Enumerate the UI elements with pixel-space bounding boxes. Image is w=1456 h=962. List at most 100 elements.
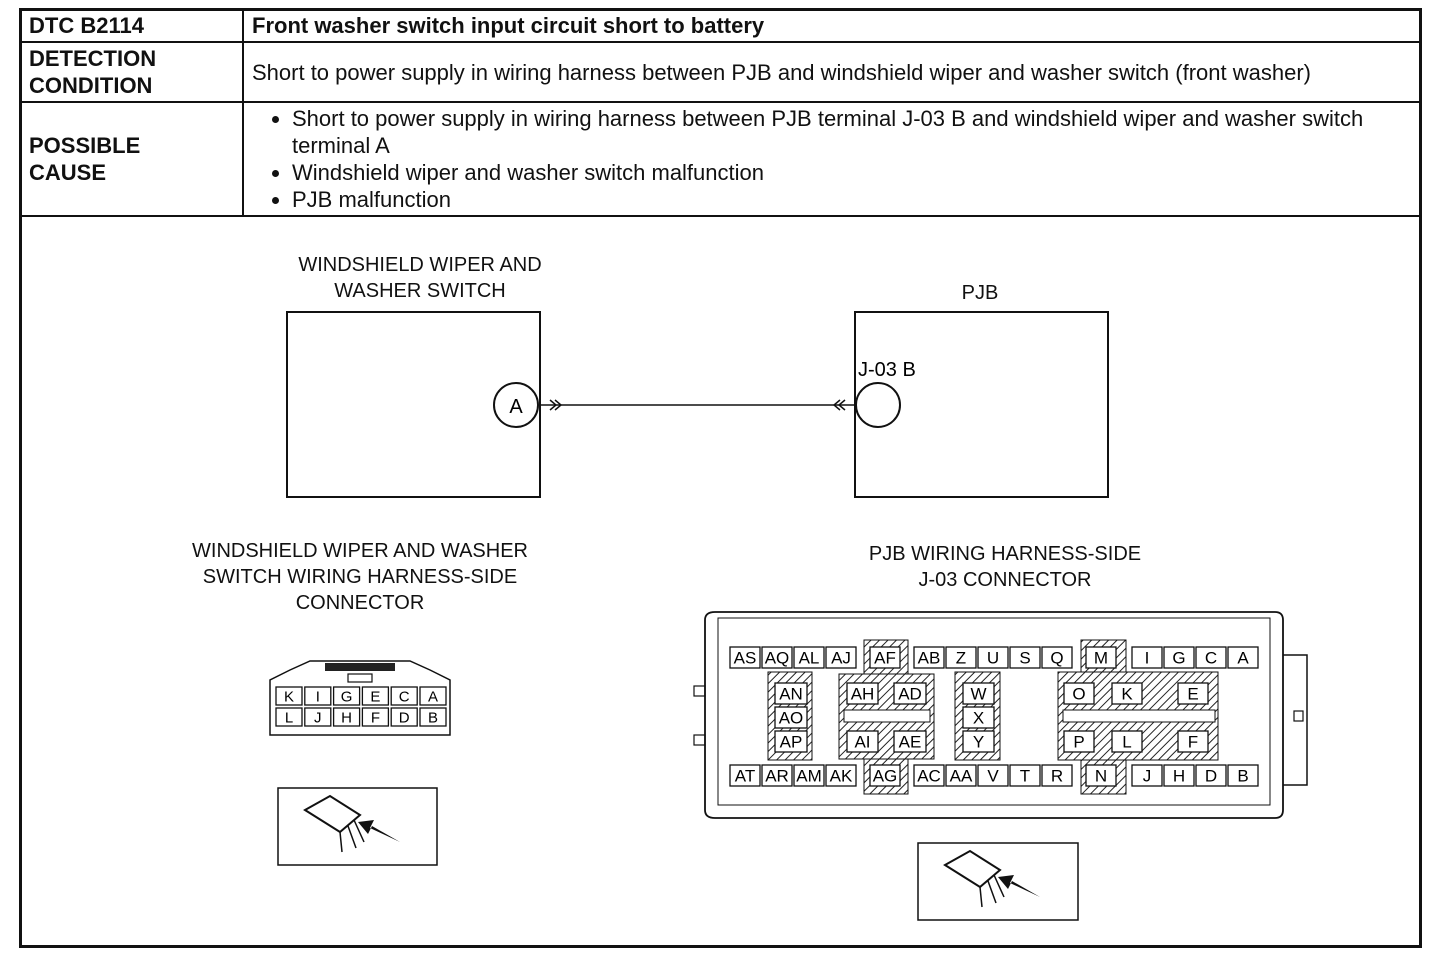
connector-pin-label: X xyxy=(973,709,984,728)
terminal-j03b-circle xyxy=(855,382,901,428)
cause-label-line1: POSSIBLE xyxy=(29,133,141,158)
connector-pin xyxy=(761,646,793,669)
connector-pin-label: M xyxy=(1094,649,1108,668)
connector-arrow-right xyxy=(832,399,846,411)
connector-pin-label: Y xyxy=(973,733,984,752)
connector-pin-label: B xyxy=(1237,767,1248,786)
detection-text: Short to power supply in wiring harness … xyxy=(242,41,1422,103)
connector-pin xyxy=(1111,682,1143,705)
connector-pin xyxy=(1063,682,1095,705)
connector-pin-label: AQ xyxy=(765,649,790,668)
connector-pin-label: AB xyxy=(918,649,941,668)
connector-pin-label: AI xyxy=(854,733,870,752)
connector-pin xyxy=(332,707,361,727)
cause-item: Short to power supply in wiring harness … xyxy=(292,105,1412,159)
connector-pin xyxy=(1009,764,1041,787)
connector-pin-label: P xyxy=(1073,733,1084,752)
cause-label: POSSIBLE CAUSE xyxy=(19,101,244,217)
connector-pin xyxy=(275,707,303,727)
connector-pin xyxy=(1131,764,1163,787)
connector-pin-label: F xyxy=(371,709,380,726)
connector-pin xyxy=(1227,646,1259,669)
dtc-title: Front washer switch input circuit short … xyxy=(242,8,1422,43)
switch-connector-title-line1: WINDSHIELD WIPER AND WASHER xyxy=(192,540,528,562)
connector-pin xyxy=(825,646,857,669)
connector-arrow-left xyxy=(549,399,563,411)
connector-pin xyxy=(1195,764,1227,787)
connector-pin xyxy=(729,764,761,787)
connector-pin-label: G xyxy=(341,688,353,705)
connector-pin-label: Q xyxy=(1050,649,1063,668)
connector-pin-label: S xyxy=(1019,649,1030,668)
switch-title-line1: WINDSHIELD WIPER AND xyxy=(298,254,542,276)
connector-pin xyxy=(793,646,825,669)
connector-pin xyxy=(1111,730,1143,753)
cause-row: POSSIBLE CAUSE Short to power supply in … xyxy=(19,101,1422,217)
switch-title: WINDSHIELD WIPER AND WASHER SWITCH xyxy=(260,252,580,304)
connector-pin xyxy=(304,707,332,727)
connector-pin xyxy=(793,764,825,787)
connector-pin xyxy=(1085,646,1117,669)
terminal-a-circle xyxy=(493,382,539,428)
connector-pin xyxy=(419,686,447,706)
pjb-connector-title-line2: J-03 CONNECTOR xyxy=(918,569,1092,591)
connector-pin-label: E xyxy=(1187,685,1198,704)
connector-pin-label: T xyxy=(1020,767,1030,786)
connector-pin-label: AC xyxy=(917,767,941,786)
connector-pin-label: D xyxy=(399,709,410,726)
detection-label-line2: CONDITION xyxy=(29,73,153,98)
dtc-table: DTC B2114 Front washer switch input circ… xyxy=(19,8,1422,217)
connector-pin xyxy=(846,730,879,753)
connector-pin xyxy=(1177,682,1209,705)
connector-pin xyxy=(361,707,390,727)
detection-label: DETECTION CONDITION xyxy=(19,41,244,103)
connector-pin xyxy=(962,730,995,753)
connector-pin-label: AD xyxy=(898,685,922,704)
switch-connector-title-line3: CONNECTOR xyxy=(295,592,425,614)
connector-pin xyxy=(945,764,977,787)
connector-pin-label: A xyxy=(1237,649,1249,668)
detection-label-line1: DETECTION xyxy=(29,46,157,71)
connector-pin-label: O xyxy=(1072,685,1085,704)
connector-pin xyxy=(275,686,303,706)
dtc-code: DTC B2114 xyxy=(19,8,244,43)
pjb-connector-title-line1: PJB WIRING HARNESS-SIDE xyxy=(868,543,1142,565)
connector-pin xyxy=(962,706,995,729)
dtc-row: DTC B2114 Front washer switch input circ… xyxy=(19,8,1422,43)
connector-pin xyxy=(419,707,447,727)
terminal-a-label: A xyxy=(509,396,523,418)
detection-row: DETECTION CONDITION Short to power suppl… xyxy=(19,41,1422,103)
connector-pin xyxy=(1227,764,1259,787)
connector-pin xyxy=(1177,730,1209,753)
connector-pin xyxy=(729,646,761,669)
connector-pin-label: W xyxy=(970,685,986,704)
connector-pin xyxy=(390,707,418,727)
connector-pin-label: K xyxy=(1121,685,1133,704)
connector-pin-label: AG xyxy=(873,767,898,786)
harness-connector-icon xyxy=(917,842,1079,921)
connector-pin-label: N xyxy=(1095,767,1107,786)
connector-pin-label: AN xyxy=(779,685,803,704)
connector-pin-label: G xyxy=(1172,649,1185,668)
connector-pin xyxy=(869,646,901,669)
connector-pin xyxy=(304,686,332,706)
connector-pin-label: AK xyxy=(830,767,853,786)
connector-pin xyxy=(774,682,808,705)
connector-pin xyxy=(1041,764,1073,787)
connector-pin xyxy=(1163,646,1195,669)
connector-pin-label: AT xyxy=(735,767,755,786)
connector-pin xyxy=(913,764,945,787)
connector-pin xyxy=(1009,646,1041,669)
connector-pin xyxy=(893,730,927,753)
connector-pin xyxy=(977,764,1009,787)
connector-pin xyxy=(893,682,927,705)
pjb-title: PJB xyxy=(961,282,999,304)
connector-pin-label: U xyxy=(987,649,999,668)
connector-pin-label: AS xyxy=(734,649,757,668)
connector-pin-label: AR xyxy=(765,767,789,786)
connector-pin-label: J xyxy=(1143,767,1152,786)
connector-pin xyxy=(1085,764,1117,787)
connector-pin-label: AA xyxy=(950,767,973,786)
